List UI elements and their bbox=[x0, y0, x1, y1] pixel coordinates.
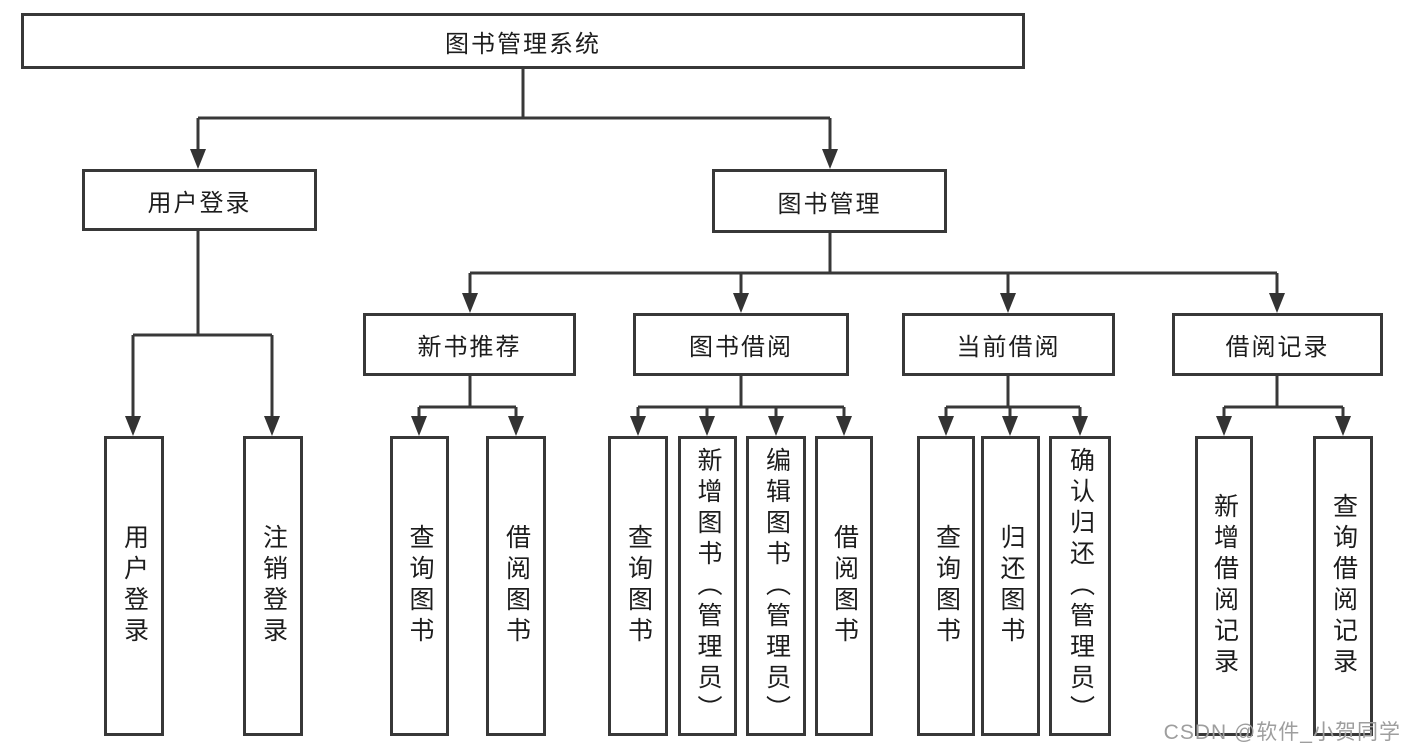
arrow-down-icon bbox=[1072, 416, 1088, 436]
edge-current-to-leaves bbox=[938, 376, 1088, 436]
arrow-down-icon bbox=[264, 416, 280, 436]
node-label: 归还图书 bbox=[997, 524, 1025, 648]
arrow-down-icon bbox=[190, 149, 206, 169]
arrow-down-icon bbox=[411, 416, 427, 436]
arrow-down-icon bbox=[1002, 416, 1018, 436]
arrow-down-icon bbox=[462, 293, 478, 313]
leaf-query-books-1: 查询图书 bbox=[390, 436, 449, 736]
node-label: 新增借阅记录 bbox=[1210, 493, 1239, 679]
node-label: 查询借阅记录 bbox=[1329, 493, 1358, 679]
node-label: 新增图书（管理员） bbox=[694, 446, 722, 726]
leaf-query-borrow-record: 查询借阅记录 bbox=[1313, 436, 1373, 736]
arrow-down-icon bbox=[822, 149, 838, 169]
node-label: 编辑图书（管理员） bbox=[762, 446, 791, 726]
arrow-down-icon bbox=[1269, 293, 1285, 313]
edge-root-to-level2 bbox=[190, 68, 838, 169]
edge-book-mgmt-to-level3 bbox=[462, 233, 1285, 313]
leaf-add-book-admin: 新增图书（管理员） bbox=[678, 436, 737, 736]
node-book-management: 图书管理 bbox=[712, 169, 947, 233]
leaf-user-login: 用户登录 bbox=[104, 436, 164, 736]
leaf-confirm-return-admin: 确认归还（管理员） bbox=[1049, 436, 1111, 736]
node-label: 查询图书 bbox=[932, 524, 961, 648]
arrow-down-icon bbox=[508, 416, 524, 436]
leaf-add-borrow-record: 新增借阅记录 bbox=[1195, 436, 1253, 736]
node-label: 图书管理系统 bbox=[445, 30, 601, 58]
arrow-down-icon bbox=[1000, 293, 1016, 313]
arrow-down-icon bbox=[836, 416, 852, 436]
arrow-down-icon bbox=[733, 293, 749, 313]
node-label: 新书推荐 bbox=[417, 334, 522, 361]
arrow-down-icon bbox=[1216, 416, 1232, 436]
node-current-borrow: 当前借阅 bbox=[902, 313, 1115, 376]
edge-user-login-to-leaves bbox=[125, 231, 280, 436]
leaf-return-book: 归还图书 bbox=[981, 436, 1040, 736]
node-borrow-records: 借阅记录 bbox=[1172, 313, 1383, 376]
node-label: 查询图书 bbox=[406, 524, 434, 648]
arrow-down-icon bbox=[768, 416, 784, 436]
leaf-borrow-books-2: 借阅图书 bbox=[815, 436, 873, 736]
node-label: 注销登录 bbox=[259, 524, 288, 648]
node-label: 借阅记录 bbox=[1225, 334, 1330, 361]
node-label: 用户登录 bbox=[120, 524, 149, 648]
node-label: 借阅图书 bbox=[830, 524, 859, 648]
node-root: 图书管理系统 bbox=[21, 13, 1025, 69]
node-book-borrow: 图书借阅 bbox=[633, 313, 849, 376]
node-label: 图书借阅 bbox=[689, 334, 793, 361]
edge-new-book-to-leaves bbox=[411, 376, 524, 436]
arrow-down-icon bbox=[699, 416, 715, 436]
node-label: 确认归还（管理员） bbox=[1066, 446, 1095, 726]
leaf-query-books-2: 查询图书 bbox=[608, 436, 668, 736]
leaf-edit-book-admin: 编辑图书（管理员） bbox=[746, 436, 806, 736]
node-user-login: 用户登录 bbox=[82, 169, 317, 231]
node-label: 借阅图书 bbox=[502, 524, 531, 648]
arrow-down-icon bbox=[125, 416, 141, 436]
node-label: 当前借阅 bbox=[956, 334, 1061, 361]
arrow-down-icon bbox=[630, 416, 646, 436]
arrow-down-icon bbox=[1335, 416, 1351, 436]
node-label: 查询图书 bbox=[624, 524, 653, 648]
node-new-book-recommend: 新书推荐 bbox=[363, 313, 576, 376]
leaf-logout: 注销登录 bbox=[243, 436, 303, 736]
csdn-watermark: CSDN @软件_小贺同学 bbox=[1163, 721, 1401, 744]
edge-records-to-leaves bbox=[1216, 376, 1351, 436]
node-label: 用户登录 bbox=[147, 189, 252, 217]
leaf-query-books-3: 查询图书 bbox=[917, 436, 975, 736]
node-label: 图书管理 bbox=[777, 190, 882, 218]
leaf-borrow-books-1: 借阅图书 bbox=[486, 436, 546, 736]
arrow-down-icon bbox=[938, 416, 954, 436]
edge-borrow-to-leaves bbox=[630, 376, 852, 436]
